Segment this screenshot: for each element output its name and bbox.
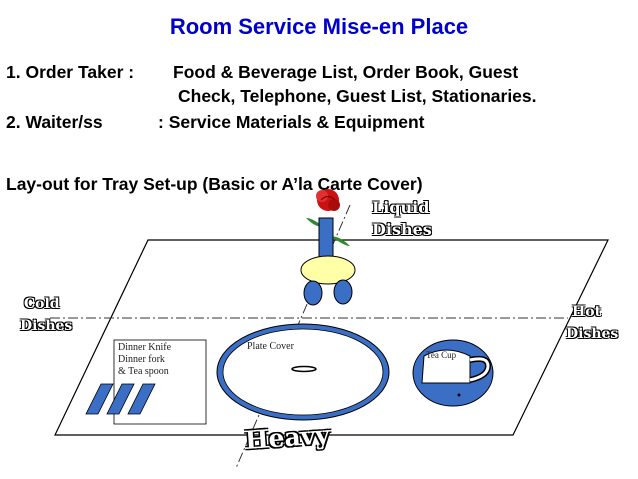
vase-icon bbox=[318, 217, 334, 261]
cutlery-label-3: & Tea spoon bbox=[118, 366, 169, 377]
dinner-knife-shape bbox=[85, 383, 114, 415]
liquid-dishes-label-2: Dishes bbox=[372, 220, 432, 239]
order-taker-items-line-2: Check, Telephone, Guest List, Stationari… bbox=[178, 86, 537, 106]
plate-cover-label: Plate Cover bbox=[247, 341, 294, 352]
page-title: Room Service Mise-en Place bbox=[169, 14, 469, 39]
order-taker-label: 1. Order Taker : bbox=[6, 62, 135, 82]
waiter-label: 2. Waiter/ss bbox=[6, 112, 103, 132]
tea-cup-label: Tea Cup bbox=[426, 350, 457, 360]
cutlery-box bbox=[113, 339, 207, 425]
order-taker-items-line-1: Food & Beverage List, Order Book, Guest bbox=[173, 62, 519, 82]
tea-cup-icon bbox=[421, 349, 492, 397]
liquid-dishes-label-1: Liquid bbox=[372, 198, 430, 217]
cold-dishes-label-2: Dishes bbox=[20, 318, 73, 334]
cutlery-label-2: Dinner fork bbox=[118, 354, 165, 365]
heavy-label: Heavy bbox=[244, 420, 331, 455]
cutlery-icon bbox=[85, 339, 207, 425]
cruet-left bbox=[303, 280, 323, 306]
hot-dishes-label-2: Dishes bbox=[566, 326, 619, 342]
vase-saucer bbox=[300, 255, 356, 285]
cutlery-label-1: Dinner Knife bbox=[118, 342, 172, 353]
cold-dishes-label-1: Cold bbox=[24, 296, 60, 312]
hot-dishes-label-1: Hot bbox=[572, 304, 602, 320]
tea-spoon-shape bbox=[127, 383, 156, 415]
waiter-items: : Service Materials & Equipment bbox=[158, 112, 425, 132]
layout-heading: Lay-out for Tray Set-up (Basic or A’la C… bbox=[6, 174, 423, 194]
cruet-right bbox=[333, 279, 353, 305]
plate-cover-handle bbox=[291, 365, 317, 373]
light-heavy-axis bbox=[235, 204, 351, 469]
dinner-fork-shape bbox=[106, 383, 135, 415]
